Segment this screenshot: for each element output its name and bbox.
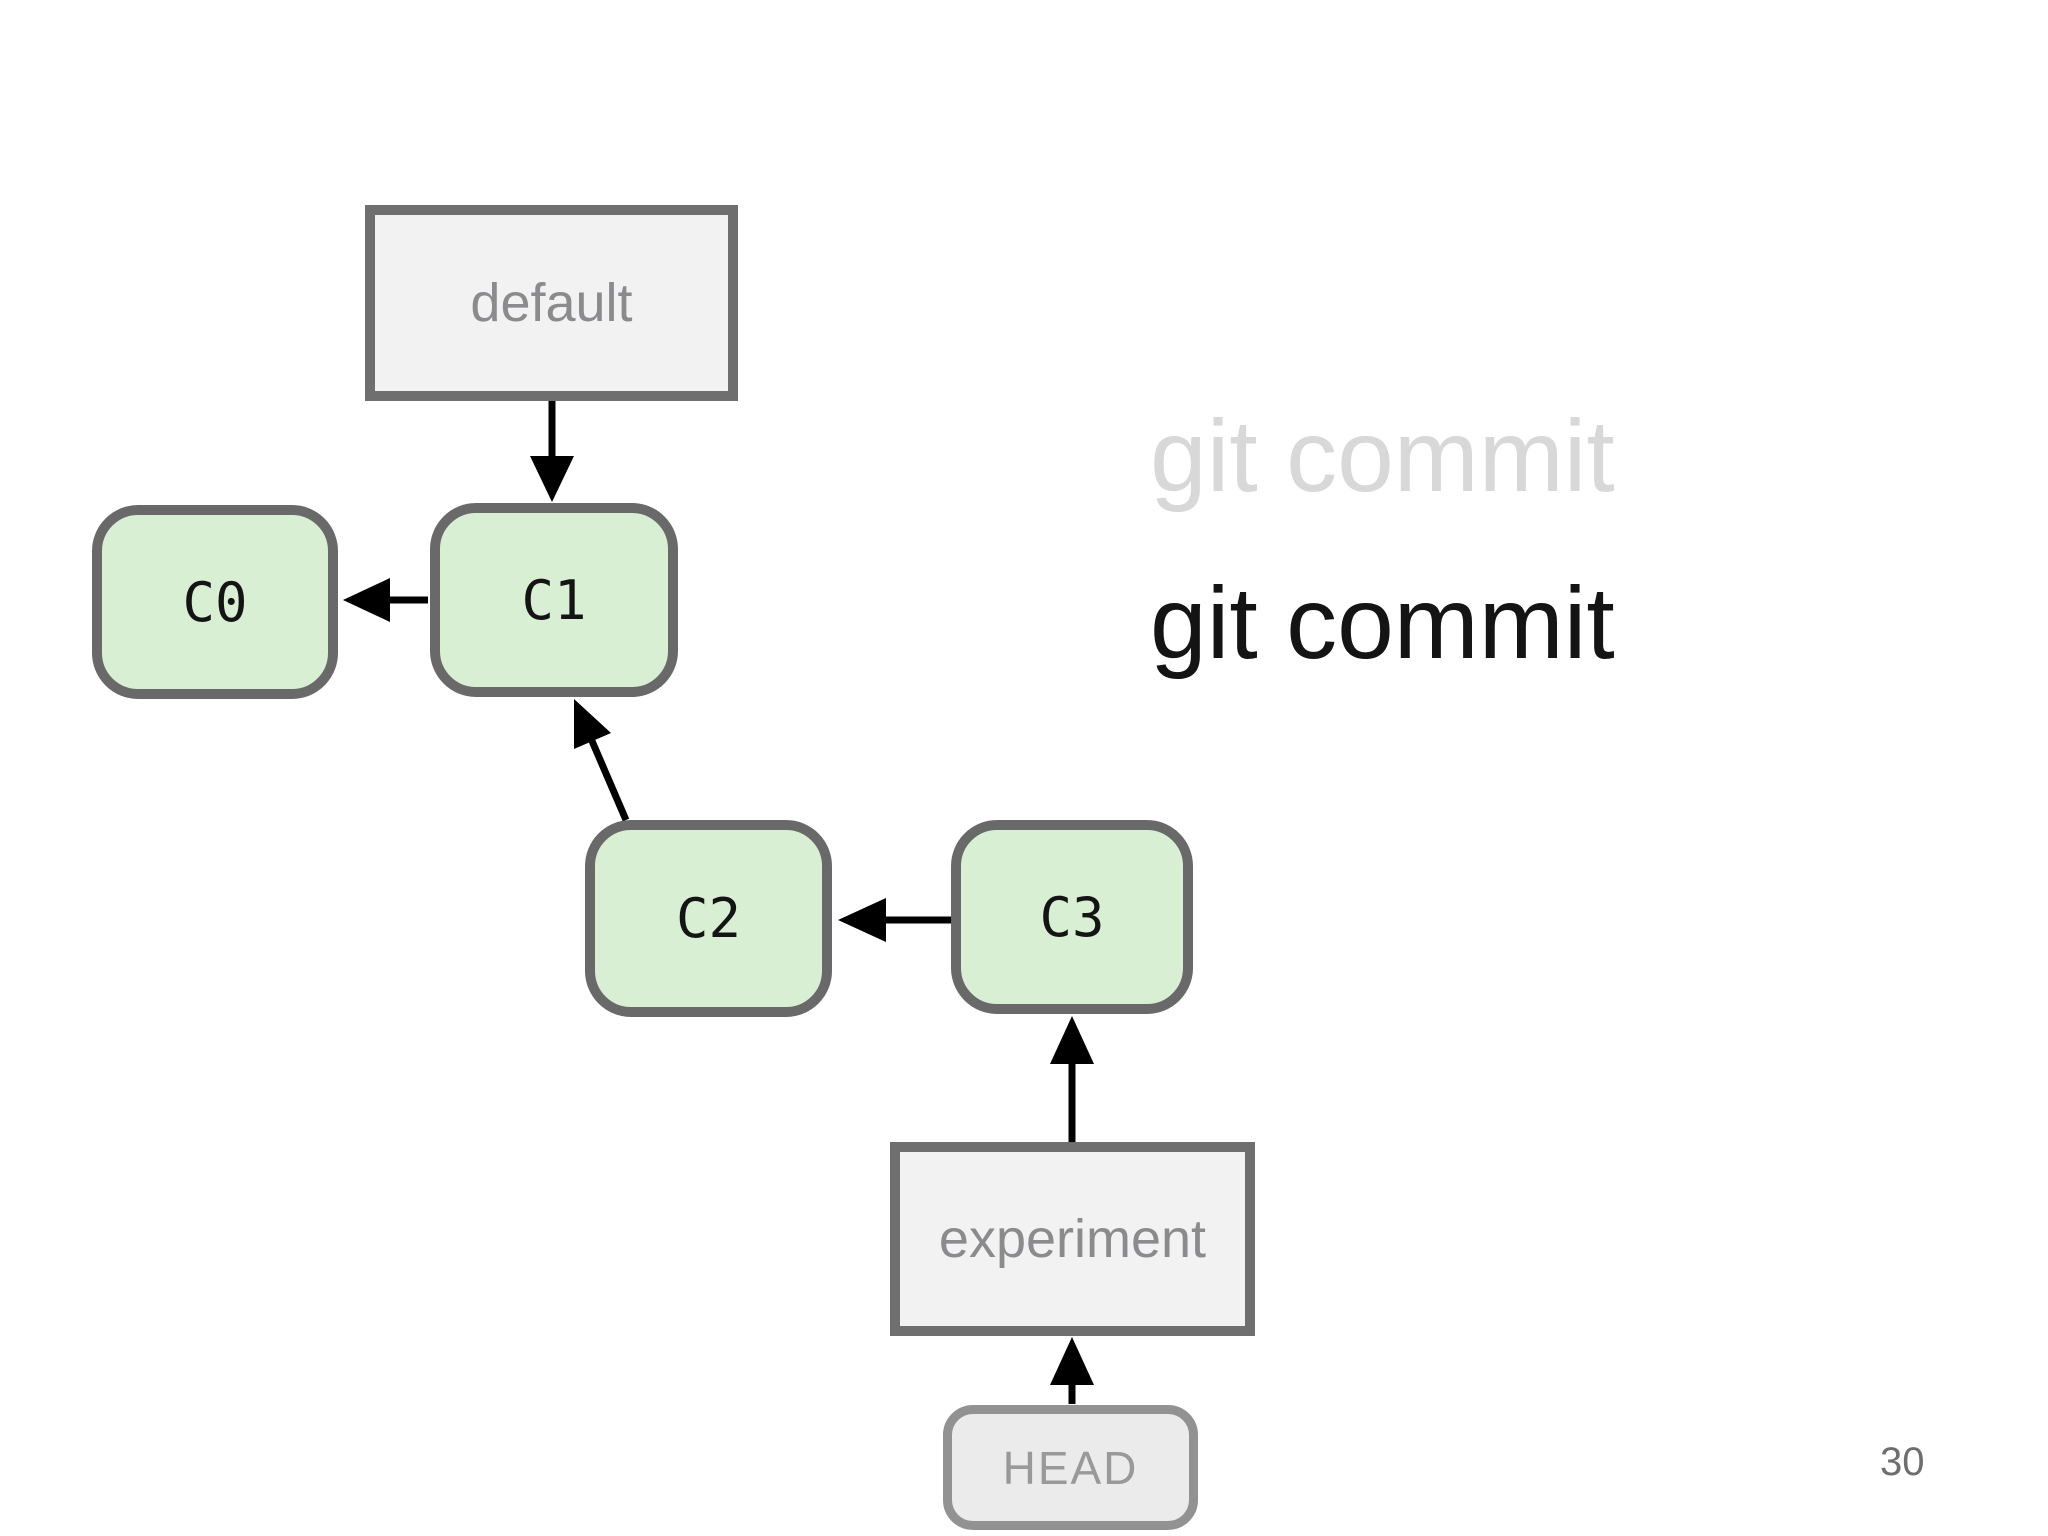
branch-default-label: default [470, 273, 633, 333]
commit-node-c2: C2 [585, 820, 832, 1017]
edge-c2-to-c1 [574, 699, 630, 822]
commit-c2-label: C2 [675, 887, 742, 950]
command-text-current: git commit [1150, 566, 1615, 680]
commit-node-c0: C0 [92, 505, 338, 699]
branch-box-experiment: experiment [890, 1142, 1255, 1336]
edge-experiment-to-c3 [1050, 1016, 1094, 1142]
edge-head-to-experiment [1050, 1337, 1094, 1404]
commit-c1-label: C1 [521, 568, 587, 632]
edge-default-to-c1 [530, 401, 574, 502]
edge-c3-to-c2 [838, 898, 951, 942]
head-label: HEAD [1002, 1441, 1139, 1494]
commit-node-c1: C1 [430, 503, 678, 697]
edge-c1-to-c0 [343, 578, 428, 622]
head-box: HEAD [943, 1405, 1198, 1530]
command-text-previous: git commit [1150, 399, 1615, 513]
branch-experiment-label: experiment [938, 1209, 1207, 1269]
commit-c3-label: C3 [1039, 885, 1105, 949]
commit-c0-label: C0 [182, 570, 248, 634]
page-number: 30 [1880, 1440, 1925, 1484]
commit-node-c3: C3 [951, 820, 1193, 1014]
branch-box-default: default [365, 205, 738, 401]
